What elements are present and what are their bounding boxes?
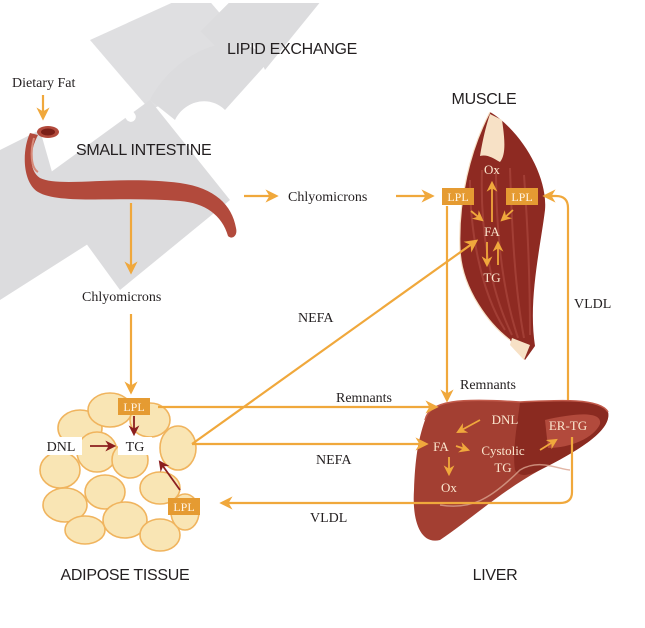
muscle-lpl-right-box [506,188,538,205]
muscle-lpl-left: LPL [447,190,468,204]
small-intestine-label: SMALL INTESTINE [76,142,211,159]
adipose-lpl-bottom-box [168,498,200,515]
adipose-label: ADIPOSE TISSUE [61,567,190,584]
liver-er-tg: ER-TG [549,418,587,433]
muscle-icon [459,111,546,360]
dietary-fat-label: Dietary Fat [12,76,75,91]
adipose-dnl-bg [40,437,82,455]
muscle-label: MUSCLE [452,91,517,108]
muscle-ox: Ox [484,162,500,177]
adipose-tissue-icon [39,392,200,552]
vldl-to-muscle-arrow [542,189,570,402]
adipose-tg-bg [118,437,152,455]
muscle-lpl-left-box [442,188,474,205]
nefa-to-muscle-label: NEFA [298,311,334,326]
liver-ox: Ox [441,480,457,495]
adipose-lpl-bottom-to-tg [158,460,181,491]
liver-cystolic-to-ertg [539,438,558,451]
liver-fa-to-cystolic [455,442,471,453]
diagram-title: LIPID EXCHANGE [227,41,357,58]
liver-cystolic-tg: TG [494,460,511,475]
muscle-lpl-right-to-fa [500,209,514,222]
cropped-caption [0,0,645,3]
adipose-dnl: DNL [47,440,76,455]
vldl-to-muscle-label: VLDL [574,297,611,312]
muscle-lpl-left-to-fa [470,210,484,222]
muscle-tg: TG [483,270,500,285]
liver-cystolic: Cystolic [481,443,525,458]
liver-dnl: DNL [492,412,519,427]
liver-dnl-to-fa [456,419,481,434]
nefa-to-muscle-arrow [191,239,479,445]
adipose-lpl-bottom: LPL [173,500,194,514]
muscle-lpl-right: LPL [511,190,532,204]
liver-label: LIVER [473,567,518,584]
adipose-tg: TG [126,440,145,455]
chylomicrons-to-adipose-label: Chlyomicrons [82,290,161,305]
adipose-remnants-label: Remnants [336,391,392,406]
chylomicrons-to-muscle-label: Chlyomicrons [288,190,367,205]
muscle-remnants-label: Remnants [460,378,516,393]
muscle-fa: FA [484,224,500,239]
nefa-to-liver-label: NEFA [316,453,352,468]
adipose-lpl-top-box [118,398,150,415]
small-intestine-icon [24,126,237,238]
liver-fa: FA [433,439,449,454]
liver-icon [413,399,609,541]
vldl-to-adipose-label: VLDL [310,511,347,526]
vldl-to-adipose-arrow [219,437,574,510]
adipose-lpl-top: LPL [123,400,144,414]
